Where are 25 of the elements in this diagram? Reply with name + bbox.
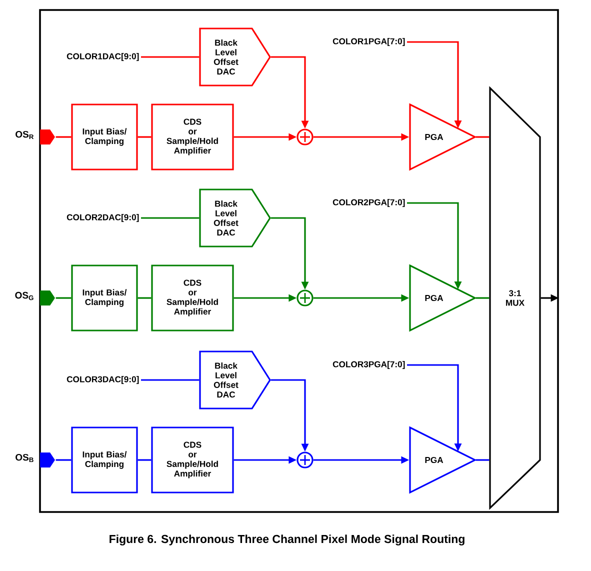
process-box: CDS or Sample/Hold Amplifier: [151, 426, 234, 494]
dac-block: Black Level Offset DAC: [199, 350, 271, 410]
pin-label: OS$_{R}$: [16, 130, 34, 140]
summing-junction: [296, 128, 314, 146]
caption: Figure 6. Synchronous Three Channel Pixel Mode Signal Routing: [110, 534, 464, 546]
process-box: CDS or Sample/Hold Amplifier: [151, 104, 234, 170]
pin-label: OS$_{G}$: [15, 292, 34, 300]
pin-label: OS$_{B}$: [16, 454, 34, 462]
signal-label: COLOR2PGA[7:0]: [332, 199, 405, 208]
input-pin: [40, 290, 55, 306]
signal-label: COLOR1DAC[9:0]: [66, 53, 139, 62]
dac-block: Black Level Offset DAC: [199, 188, 271, 248]
summing-junction: [296, 290, 314, 306]
signal-label: COLOR1PGA[7:0]: [332, 38, 405, 46]
summing-junction: [296, 452, 314, 468]
process-box: Input Bias/ Clamping: [71, 104, 138, 170]
signal-label: COLOR2DAC[9:0]: [66, 214, 139, 222]
dac-block: Black Level Offset DAC: [199, 28, 271, 86]
input-pin: [40, 130, 55, 144]
signal-label: COLOR3DAC[9:0]: [66, 376, 139, 384]
process-box: Input Bias/ Clamping: [71, 264, 138, 332]
process-box: CDS or Sample/Hold Amplifier: [151, 264, 234, 332]
signal-label: COLOR3PGA[7:0]: [332, 361, 405, 370]
input-pin: [40, 452, 55, 468]
process-box: Input Bias/ Clamping: [71, 426, 138, 494]
